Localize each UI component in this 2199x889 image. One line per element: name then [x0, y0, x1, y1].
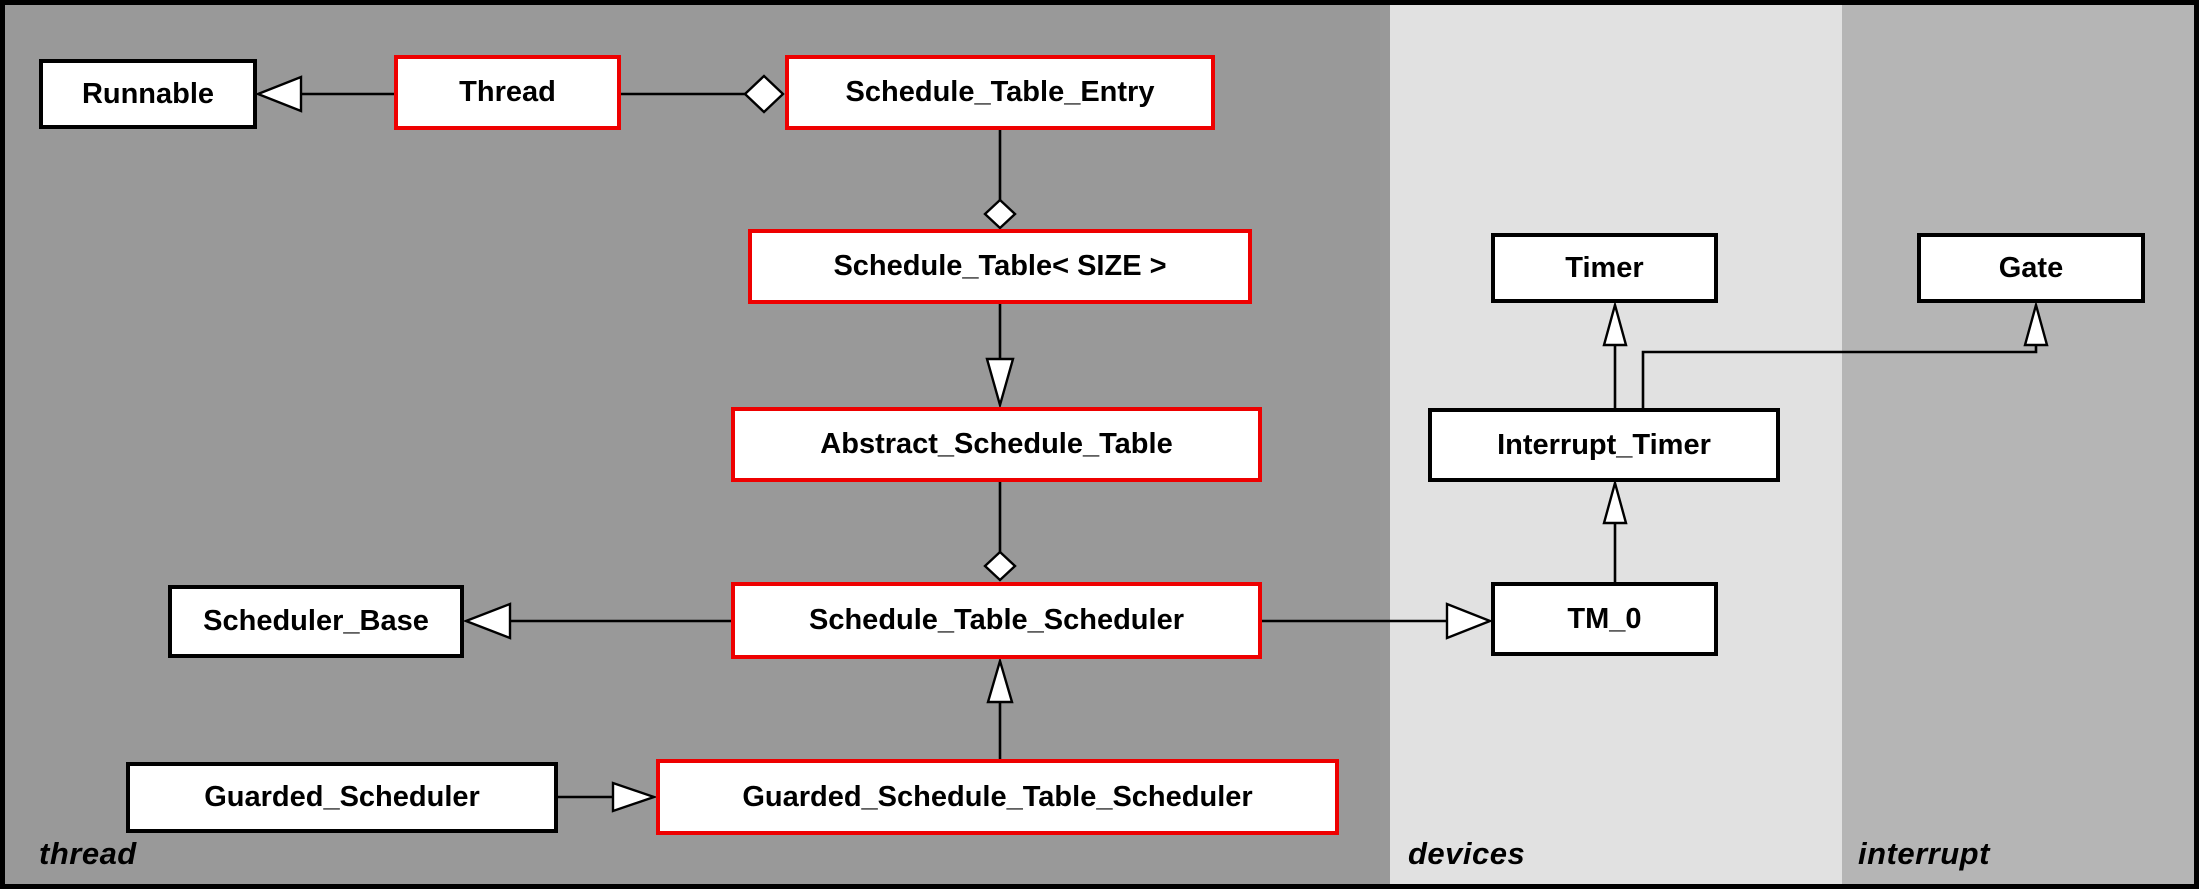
region-interrupt: interrupt: [1842, 5, 2194, 884]
class-node-schedule-table-scheduler[interactable]: Schedule_Table_Scheduler: [731, 582, 1262, 659]
region-label-interrupt: interrupt: [1858, 836, 1990, 871]
class-node-gate[interactable]: Gate: [1917, 233, 2145, 303]
class-node-runnable[interactable]: Runnable: [39, 59, 257, 129]
region-label-devices: devices: [1408, 836, 1526, 871]
class-node-scheduler-base[interactable]: Scheduler_Base: [168, 585, 464, 658]
class-node-timer[interactable]: Timer: [1491, 233, 1718, 303]
class-node-thread[interactable]: Thread: [394, 55, 621, 130]
region-label-thread: thread: [39, 836, 137, 871]
class-node-abstract-schedule-table[interactable]: Abstract_Schedule_Table: [731, 407, 1262, 482]
class-node-interrupt-timer[interactable]: Interrupt_Timer: [1428, 408, 1780, 482]
class-node-schedule-table-entry[interactable]: Schedule_Table_Entry: [785, 55, 1215, 130]
class-node-schedule-table[interactable]: Schedule_Table< SIZE >: [748, 229, 1252, 304]
class-node-guarded-scheduler[interactable]: Guarded_Scheduler: [126, 762, 558, 833]
class-node-tm-0[interactable]: TM_0: [1491, 582, 1718, 656]
class-node-guarded-schedule-table-scheduler[interactable]: Guarded_Schedule_Table_Scheduler: [656, 759, 1339, 835]
